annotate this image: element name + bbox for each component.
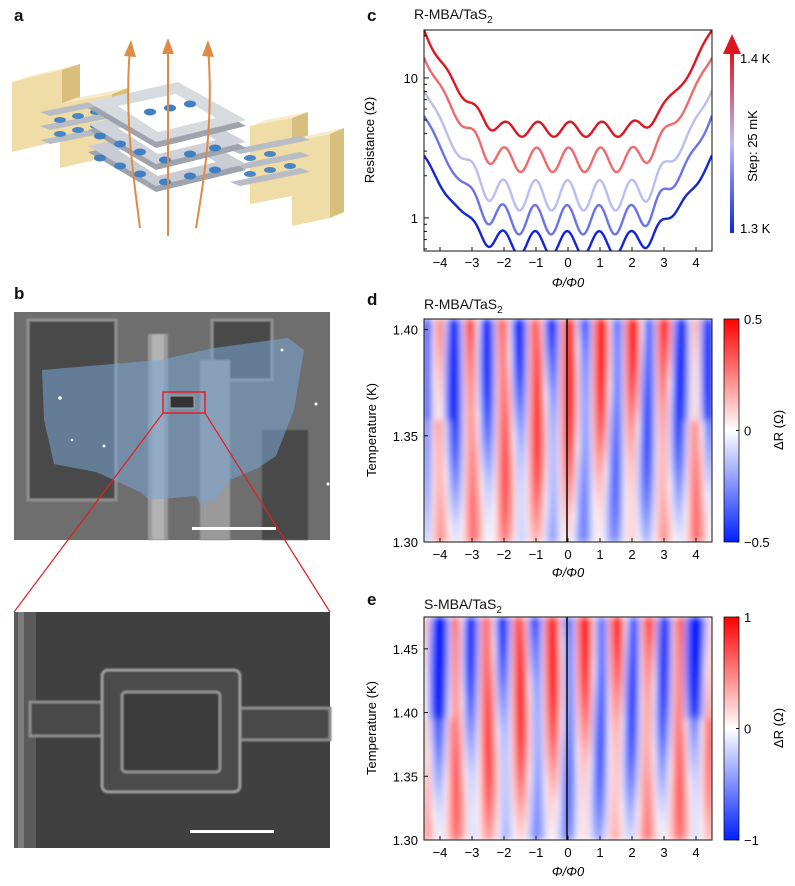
sem-image-top bbox=[14, 312, 330, 540]
c-xtick-label: −1 bbox=[529, 255, 544, 270]
heatmap-xtick-label: −2 bbox=[497, 547, 512, 562]
heatmap-xtick-label: 3 bbox=[660, 547, 667, 562]
c-series-2 bbox=[424, 89, 712, 212]
c-xtick-label: −4 bbox=[433, 255, 448, 270]
c-series-1 bbox=[424, 57, 712, 174]
heatmap-xtick-label: −4 bbox=[433, 845, 448, 860]
heatmap-ytick-label: 1.40 bbox=[393, 323, 418, 338]
colorbar-tick-label: 0.5 bbox=[744, 312, 762, 327]
heatmap-xtick-label: 4 bbox=[692, 547, 699, 562]
heatmap-xtick-label: −1 bbox=[529, 845, 544, 860]
c-series-4 bbox=[424, 154, 712, 251]
heatmap-xtick-label: 4 bbox=[692, 845, 699, 860]
colorbar-tick-label: −1 bbox=[744, 833, 759, 848]
device-illustration bbox=[12, 38, 344, 236]
heatmap-xtick-label: 0 bbox=[564, 845, 571, 860]
c-xlabel: Φ/Φ0 bbox=[552, 275, 585, 290]
heatmap-xtick-label: 0 bbox=[564, 547, 571, 562]
arrow-top-label: 1.4 K bbox=[740, 51, 771, 66]
d-ylabel: Temperature (K) bbox=[364, 383, 379, 477]
heatmap-xtick-label: 2 bbox=[628, 845, 635, 860]
sem-image-zoom bbox=[14, 612, 332, 848]
colorbar-tick-label: 0 bbox=[744, 722, 751, 737]
heatmap-ytick-label: 1.30 bbox=[393, 535, 418, 550]
d-xlabel: Φ/Φ0 bbox=[552, 565, 585, 580]
arrow-step-label: Step: 25 mK bbox=[745, 110, 760, 182]
panel-e-title: S-MBA/TaS2 bbox=[424, 596, 502, 616]
panel-c-title: R-MBA/TaS2 bbox=[414, 6, 493, 26]
heatmap-xtick-label: −3 bbox=[465, 547, 480, 562]
heatmap-xtick-label: 3 bbox=[660, 845, 667, 860]
panel-c-chart: −4 −3 −2 −1 0 1 2 3 4 1 10 Resistance (Ω) Φ/Φ0 1.4… bbox=[362, 29, 771, 290]
e-xlabel: Φ/Φ0 bbox=[552, 864, 585, 879]
heatmap-ytick-label: 1.40 bbox=[393, 706, 418, 721]
c-series-3 bbox=[424, 115, 712, 236]
panel-e-chart: −4 −3 −2 −1 0 1 2 3 4 1.30 1.35 1.40 1.45 Temperatur… bbox=[364, 610, 786, 879]
heatmap-ytick-label: 1.35 bbox=[393, 429, 418, 444]
heatmap-xtick-label: 1 bbox=[596, 845, 603, 860]
panel-d-title: R-MBA/TaS2 bbox=[424, 296, 503, 316]
c-series-0 bbox=[424, 30, 712, 138]
heatmap-xtick-label: −4 bbox=[433, 547, 448, 562]
c-xtick-label: −2 bbox=[497, 255, 512, 270]
c-ylabel: Resistance (Ω) bbox=[362, 97, 377, 183]
panel-c-letter: c bbox=[367, 6, 377, 25]
heatmap-xtick-label: −2 bbox=[497, 845, 512, 860]
colorbar-tick-label: 0 bbox=[744, 424, 751, 439]
panel-d-chart: −4 −3 −2 −1 0 1 2 3 4 1.30 1.35 1.40 Temperature (K… bbox=[364, 312, 786, 580]
heatmap-xtick-label: −3 bbox=[465, 845, 480, 860]
panel-b-letter: b bbox=[14, 284, 25, 303]
c-xtick-label: 2 bbox=[628, 255, 635, 270]
c-xtick-label: 0 bbox=[564, 255, 571, 270]
temperature-arrow bbox=[723, 34, 741, 233]
heatmap-xtick-label: −1 bbox=[529, 547, 544, 562]
heatmap-xtick-label: 1 bbox=[596, 547, 603, 562]
colorbar-tick-label: −0.5 bbox=[744, 535, 770, 550]
zoom-lines bbox=[13, 412, 331, 613]
heatmap-ytick-label: 1.45 bbox=[393, 642, 418, 657]
c-ytick-label: 1 bbox=[411, 211, 418, 226]
c-xtick-label: 3 bbox=[660, 255, 667, 270]
c-xtick-label: −3 bbox=[465, 255, 480, 270]
d-colorbar-label: ΔR (Ω) bbox=[771, 410, 786, 450]
c-xtick-label: 1 bbox=[596, 255, 603, 270]
e-colorbar-label: ΔR (Ω) bbox=[771, 708, 786, 748]
heatmap-ytick-label: 1.30 bbox=[393, 833, 418, 848]
panel-e-letter: e bbox=[367, 590, 377, 609]
arrow-bottom-label: 1.3 K bbox=[740, 221, 771, 236]
heatmap-xtick-label: 2 bbox=[628, 547, 635, 562]
c-xtick-label: 4 bbox=[692, 255, 699, 270]
panel-d-letter: d bbox=[367, 290, 378, 309]
c-ytick-label: 10 bbox=[404, 71, 418, 86]
colorbar-tick-label: 1 bbox=[744, 610, 751, 625]
heatmap-ytick-label: 1.35 bbox=[393, 769, 418, 784]
e-ylabel: Temperature (K) bbox=[364, 681, 379, 775]
panel-a-letter: a bbox=[14, 6, 24, 25]
